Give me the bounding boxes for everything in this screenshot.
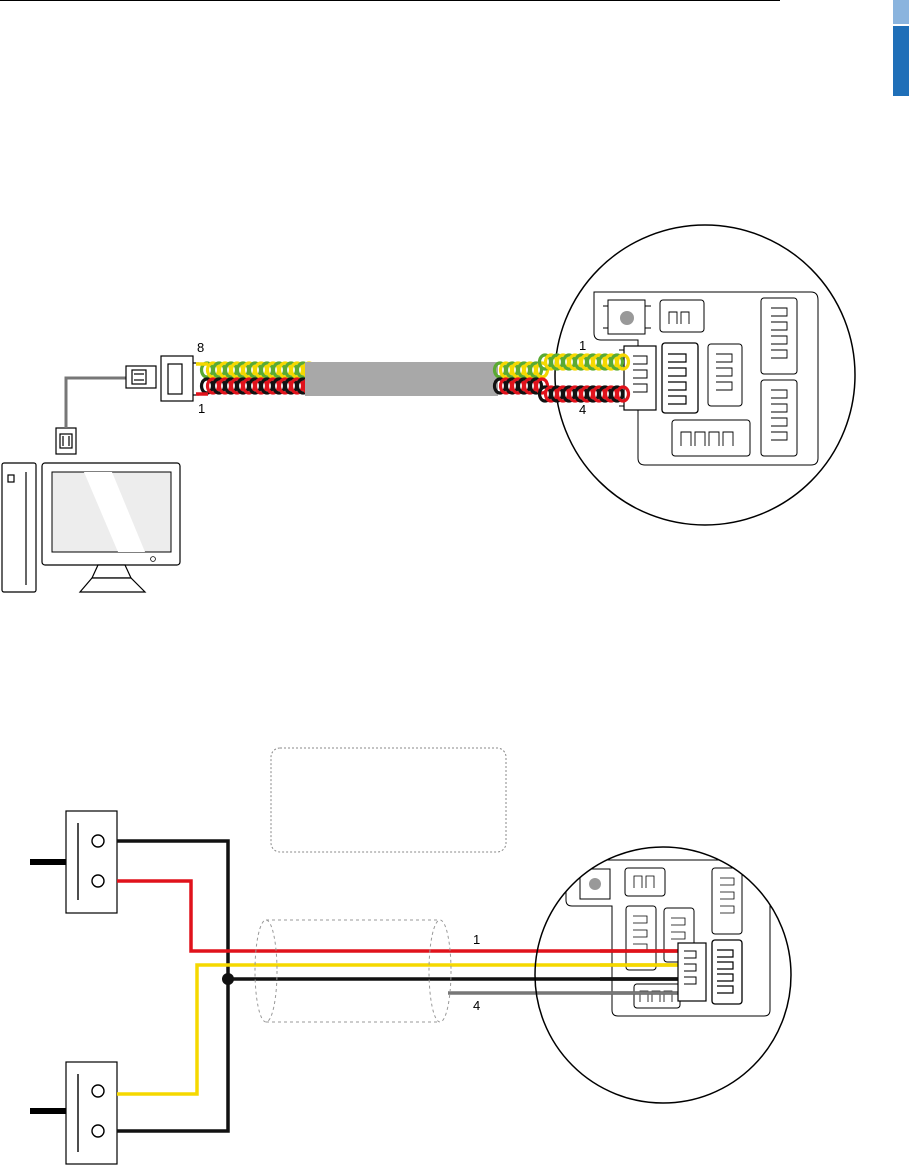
board-connector [678, 940, 742, 1004]
rj45-plug-icon [56, 428, 76, 454]
computer-tower-icon [2, 463, 36, 592]
diagram-door-sensor: 1 4 [30, 748, 791, 1164]
connector-pin-top-label: 8 [197, 340, 204, 355]
note-box [271, 748, 506, 852]
wire-red [117, 881, 680, 951]
twisted-pair-wires [196, 363, 315, 394]
terminal-block [161, 356, 199, 401]
connector-pin-bottom-label: 1 [198, 401, 205, 416]
wire-label-bottom: 4 [473, 998, 480, 1013]
patch-cable [66, 378, 126, 428]
cable-shield-icon [255, 920, 451, 1022]
wire-yellow [117, 965, 680, 1094]
rj45-plug-icon [126, 366, 156, 388]
monitor-icon [42, 463, 180, 592]
board-pin-top-label: 1 [579, 338, 586, 353]
device-bottom [30, 1062, 117, 1164]
diagram-rs485-computer: 8 1 [2, 225, 855, 592]
device-top [30, 811, 117, 913]
board-zoom-circle [535, 847, 791, 1103]
cable-sheath [305, 362, 498, 396]
wire-label-top: 1 [473, 932, 480, 947]
board-pin-bottom-label: 4 [579, 402, 586, 417]
wire-black-loop [117, 841, 228, 1131]
junction-dot [222, 973, 234, 985]
